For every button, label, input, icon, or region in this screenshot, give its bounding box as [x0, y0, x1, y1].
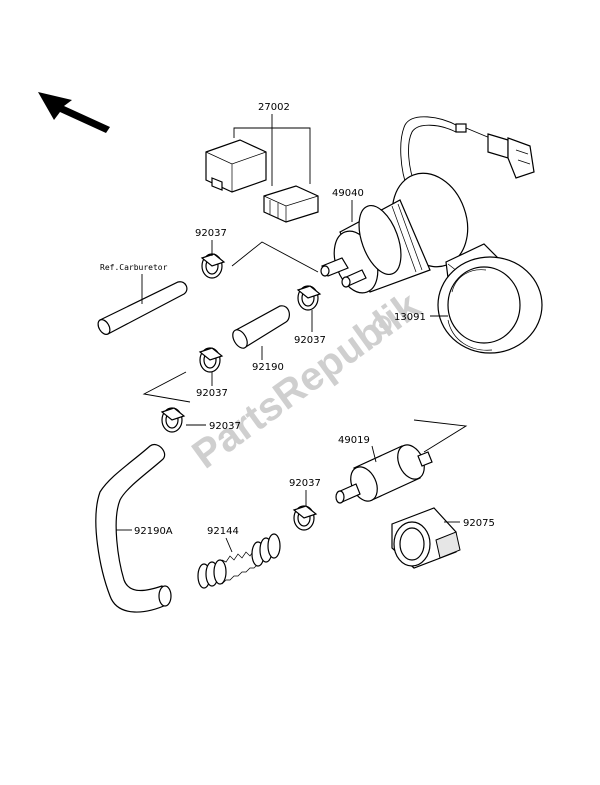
label-92037-lower: 92037	[209, 421, 241, 432]
short-hose-part	[232, 305, 290, 349]
label-27002: 27002	[258, 102, 290, 113]
spring-part	[197, 533, 281, 589]
label-92037-top: 92037	[195, 228, 227, 239]
watermark: PartsRepublik	[184, 283, 428, 477]
label-13091: 13091	[394, 312, 426, 323]
watermark-gear-icon	[372, 315, 392, 335]
label-92190A: 92190A	[134, 526, 173, 537]
clamp-filter-part	[292, 505, 318, 531]
clamp-lower-part	[160, 407, 186, 433]
front-direction-arrow-icon	[38, 92, 110, 133]
filter-damper-part	[391, 507, 461, 569]
label-92037-mid: 92037	[294, 335, 326, 346]
label-92037-filter: 92037	[289, 478, 321, 489]
label-49040: 49040	[332, 188, 364, 199]
label-ref-carburetor: Ref.Carburetor	[100, 263, 168, 272]
label-92190: 92190	[252, 362, 284, 373]
label-92144: 92144	[207, 526, 239, 537]
label-92037-left: 92037	[196, 388, 228, 399]
clamp-mid-part	[296, 285, 322, 311]
pump-bracket-part	[437, 243, 543, 354]
watermark-text: PartsRepublik	[184, 283, 428, 477]
clamp-top-part	[200, 253, 226, 279]
carburetor-reference-tube	[97, 281, 188, 335]
long-hose-part	[95, 444, 172, 613]
fuel-pump-part	[320, 116, 535, 294]
relay-connector-part	[205, 127, 319, 223]
label-92075: 92075	[463, 518, 495, 529]
label-49019: 49019	[338, 435, 370, 446]
clamp-left-part	[198, 347, 224, 373]
fuel-filter-part	[335, 444, 433, 504]
